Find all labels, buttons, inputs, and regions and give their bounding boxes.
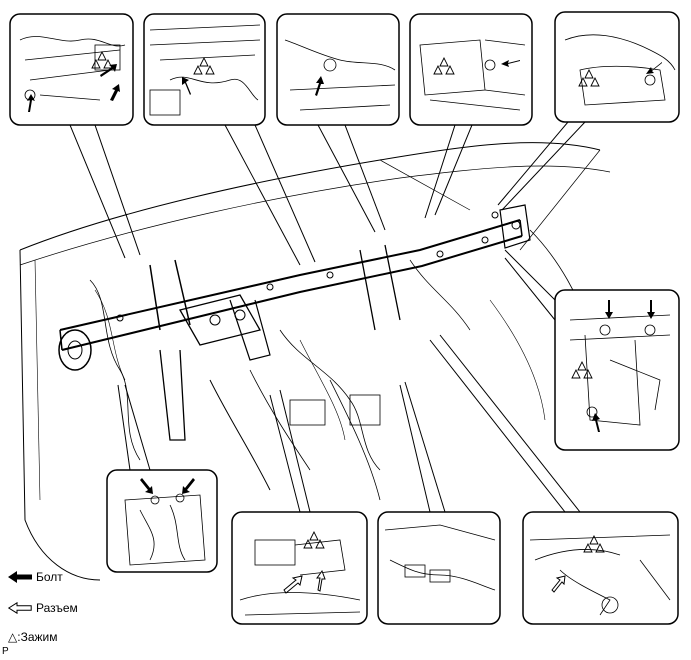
callout-top-5 [554,11,680,123]
callout-top-2 [143,13,266,126]
callout-bottom-4 [522,511,679,625]
legend-connector: Разъем [8,601,78,615]
callout-top-4-markers [433,56,520,75]
clip-mark [303,530,325,549]
bolt-arrow [315,76,324,96]
bolt-arrow [182,77,191,95]
main-assembly [19,142,611,581]
clip-mark [571,360,593,379]
legend-clip: △:Зажим [8,630,57,644]
connector-arrow [316,569,326,592]
bolt-arrow [592,413,600,432]
connector-arrow [283,575,303,594]
clip-icon: △ [8,630,18,644]
hollow-arrow-icon [8,602,32,614]
callout-top-3-markers [315,76,324,96]
clip-mark [578,68,600,87]
bolt-arrow [605,300,613,319]
callout-right-middle [554,289,680,451]
callout-top-2-markers [182,56,215,95]
callout-top-3 [276,13,400,126]
bolt-arrow [27,94,35,112]
legend-bolt: Болт [8,570,63,584]
legend-connector-label: Разъем [36,601,78,615]
callout-bottom-left-markers [140,478,195,494]
callout-top-5-markers [578,62,662,87]
bolt-arrow [647,300,655,319]
clip-mark [583,534,605,553]
bolt-arrow [182,478,195,494]
legend-clip-label: :Зажим [17,630,58,644]
bolt-arrow [646,62,662,74]
callout-bottom-4-markers [551,534,605,593]
clip-mark [433,56,455,75]
callout-bottom-3 [377,511,501,625]
corner-code: P [2,646,9,657]
connector-arrow [551,575,566,593]
clip-mark [91,50,113,69]
callout-bottom-2 [231,511,368,625]
solid-arrow-icon [8,571,32,583]
bolt-arrow [140,478,153,494]
leader-lines [69,121,586,513]
callout-bottom-left [106,469,218,573]
legend-bolt-label: Болт [36,570,63,584]
bolt-arrow [100,64,117,77]
bolt-arrow [110,84,120,101]
callout-bottom-2-markers [283,530,326,594]
clip-mark [193,56,215,75]
callout-top-4 [409,13,533,126]
callout-top-1 [9,13,134,126]
callout-top-1-markers [27,50,120,112]
bolt-arrow [501,60,520,67]
callout-right-middle-markers [571,300,655,432]
